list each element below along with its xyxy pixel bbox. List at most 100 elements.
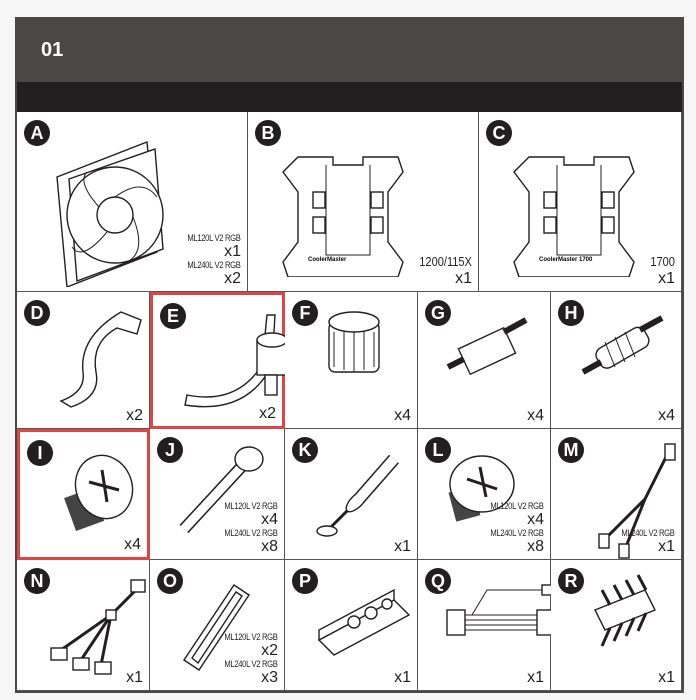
part-letter-badge: E (160, 303, 186, 329)
quantity: x1 (455, 270, 472, 287)
part-letter-badge: D (24, 300, 50, 326)
part-letter-badge: C (486, 120, 512, 146)
quantity: x1 (527, 669, 544, 686)
quantity: x1 (658, 270, 675, 287)
intel-backplate-1200-115x-illustration-icon (278, 137, 418, 282)
quantity: x2 (224, 270, 241, 287)
model-name: ML120L V2 RGB (224, 501, 278, 511)
model-name: ML120L V2 RGB (187, 233, 241, 243)
quantity-labels: x4 (124, 536, 141, 553)
controller-cable-illustration-icon (442, 570, 562, 665)
brand-label: CoolerMaster (308, 257, 347, 263)
quantity: x1 (658, 538, 675, 555)
quantity: x4 (124, 536, 141, 553)
standoff-illustration-icon (442, 302, 542, 397)
part-letter-badge: Q (425, 568, 451, 594)
part-letter-badge: G (425, 300, 451, 326)
rgb-adapter-illustration-icon (575, 570, 675, 665)
screw-illustration-icon (442, 439, 532, 544)
quantity-labels: x1 (658, 669, 675, 686)
thumb-screw-illustration-icon (44, 442, 144, 547)
quantity: x8 (261, 538, 278, 555)
quantity: x8 (527, 538, 544, 555)
quantity-labels: x2 (259, 405, 276, 422)
standoff-long-illustration-icon (575, 302, 675, 397)
y-cable-illustration-icon (575, 439, 685, 564)
rgb-splitter-cable-illustration-icon (41, 570, 161, 685)
quantity: x1 (224, 243, 241, 260)
model-name: ML120L V2 RGB (490, 501, 544, 511)
part-letter-badge: R (558, 568, 584, 594)
quantity: x2 (261, 642, 278, 659)
part-letter-badge: N (24, 568, 50, 594)
quantity: x1 (658, 669, 675, 686)
part-letter-badge: B (255, 120, 281, 146)
quantity-labels: x1 (394, 669, 411, 686)
quantity: x4 (261, 511, 278, 528)
model-name: ML240L V2 RGB (224, 528, 278, 538)
part-letter-badge: F (292, 300, 318, 326)
model-name: ML240L V2 RGB (490, 528, 544, 538)
quantity-labels: x4 (658, 407, 675, 424)
part-letter-badge: P (292, 568, 318, 594)
model-name: ML120L V2 RGB (224, 632, 278, 642)
rgb-controller-illustration-icon (309, 570, 419, 675)
quantity-labels: x4 (394, 407, 411, 424)
model-name: ML240L V2 RGB (187, 260, 241, 270)
long-screw-illustration-icon (174, 439, 274, 544)
part-letter-badge: L (425, 437, 451, 463)
quantity: x1 (126, 669, 143, 686)
thermal-paste-illustration-icon (309, 439, 409, 544)
step-number: 01 (41, 39, 64, 61)
intel-backplate-1700-illustration-icon (509, 137, 649, 282)
part-letter-badge: K (292, 437, 318, 463)
fan-connector-clip-illustration-icon (174, 570, 274, 685)
quantity: x4 (394, 407, 411, 424)
nut-illustration-icon (309, 302, 399, 397)
socket-spec: 1200/115X (419, 254, 472, 269)
quantity-labels: x1 (394, 538, 411, 555)
quantity: x3 (261, 669, 278, 686)
model-name: ML240L V2 RGB (621, 528, 675, 538)
bracket-illustration-icon (41, 302, 151, 427)
brand-label: CoolerMaster 1700 (539, 257, 593, 263)
fan-illustration-icon (47, 137, 187, 292)
quantity-labels: x1 (527, 669, 544, 686)
header-band (17, 82, 682, 112)
step-header: 01 (17, 19, 682, 82)
part-letter-badge: J (157, 437, 183, 463)
part-letter-badge: I (27, 440, 53, 466)
quantity: x1 (394, 669, 411, 686)
quantity-labels: x2 (126, 407, 143, 424)
bracket-with-nut-illustration-icon (177, 305, 297, 430)
part-letter-badge: H (558, 300, 584, 326)
quantity: x1 (394, 538, 411, 555)
quantity: x4 (527, 407, 544, 424)
part-letter-badge: O (157, 568, 183, 594)
quantity-labels: x1 (126, 669, 143, 686)
quantity: x4 (658, 407, 675, 424)
